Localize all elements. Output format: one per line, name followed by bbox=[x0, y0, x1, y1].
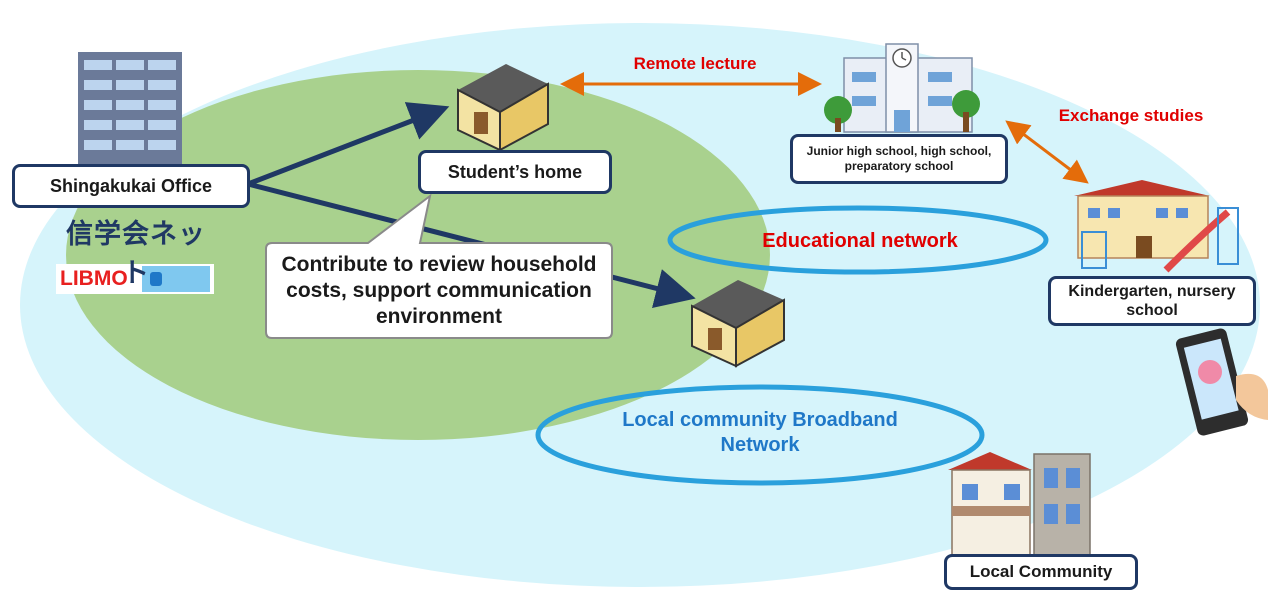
kindergarten-building-icon bbox=[1074, 180, 1239, 273]
arrow-office-to-home bbox=[247, 102, 450, 187]
broadband-network-ring bbox=[535, 384, 985, 486]
local-community-buildings-icon bbox=[948, 452, 1091, 563]
local-community-box: Local Community bbox=[944, 554, 1138, 590]
shingakukai-net-logo: 信学会ネット bbox=[66, 219, 206, 288]
school-building-icon bbox=[824, 43, 980, 133]
student-home-box: Student’s home bbox=[418, 150, 612, 194]
broadband-network-label: Local community Broadband Network bbox=[622, 409, 898, 456]
office-building-icon bbox=[78, 52, 182, 172]
kindergarten-box: Kindergarten, nursery school bbox=[1048, 276, 1256, 326]
second-house-icon bbox=[691, 280, 785, 368]
smartphone-icon bbox=[1175, 328, 1268, 436]
arrow-exchange-studies bbox=[1005, 120, 1089, 184]
school-box: Junior high school, high school, prepara… bbox=[790, 134, 1008, 184]
libmo-logo: LIBMO bbox=[60, 267, 128, 290]
educational-network-ring bbox=[667, 205, 1049, 275]
exchange-studies-label: Exchange studies bbox=[1058, 106, 1204, 125]
remote-lecture-label: Remote lecture bbox=[633, 54, 757, 73]
libmo-logo-graphics bbox=[56, 264, 214, 294]
callout-bubble bbox=[265, 193, 613, 339]
student-home-house-icon bbox=[457, 64, 549, 152]
educational-network-label: Educational network bbox=[762, 230, 958, 252]
callout-text: Contribute to review household costs, su… bbox=[281, 253, 597, 328]
shingakukai-office-box: Shingakukai Office bbox=[12, 164, 250, 208]
